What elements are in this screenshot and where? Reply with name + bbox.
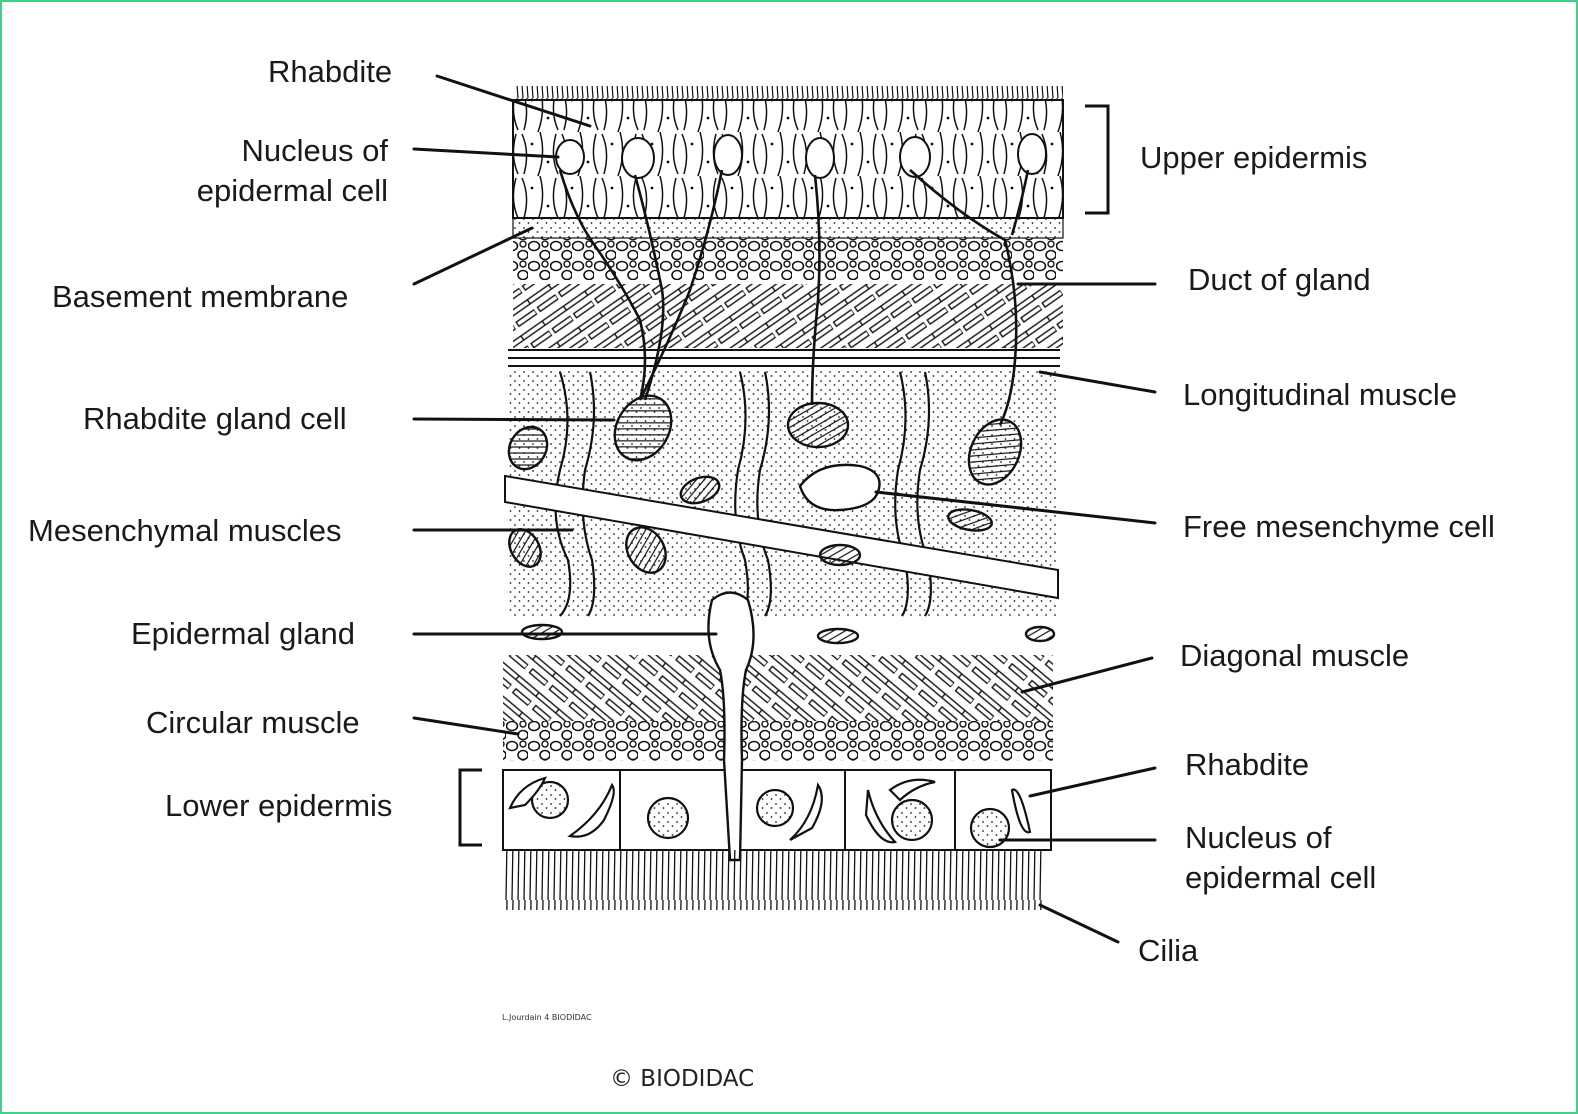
label-duct-of-gland: Duct of gland (1188, 260, 1371, 300)
label-lower-epidermis: Lower epidermis (165, 786, 392, 826)
label-epidermal-gland: Epidermal gland (131, 614, 355, 654)
label-nucleus-top-line1: Nucleus of (168, 131, 388, 171)
label-nucleus-bottom-line2: epidermal cell (1185, 858, 1376, 898)
label-basement-membrane: Basement membrane (52, 277, 348, 317)
label-nucleus-top-line2: epidermal cell (148, 171, 388, 211)
label-longitudinal-muscle: Longitudinal muscle (1183, 375, 1457, 415)
label-upper-epidermis: Upper epidermis (1140, 138, 1367, 178)
label-nucleus-bottom-line1: Nucleus of (1185, 818, 1331, 858)
copyright-notice: © BIODIDAC (610, 1066, 754, 1092)
illustrator-credit: L.Jourdain 4 BIODIDAC (502, 1013, 592, 1022)
label-mesenchymal-muscles: Mesenchymal muscles (28, 511, 342, 551)
label-rhabdite-gland-cell: Rhabdite gland cell (83, 399, 347, 439)
label-free-mesenchyme-cell: Free mesenchyme cell (1183, 507, 1495, 547)
label-diagonal-muscle: Diagonal muscle (1180, 636, 1409, 676)
label-rhabdite-top: Rhabdite (268, 52, 392, 92)
label-rhabdite-bottom: Rhabdite (1185, 745, 1309, 785)
label-cilia: Cilia (1138, 931, 1198, 971)
label-circular-muscle: Circular muscle (146, 703, 360, 743)
